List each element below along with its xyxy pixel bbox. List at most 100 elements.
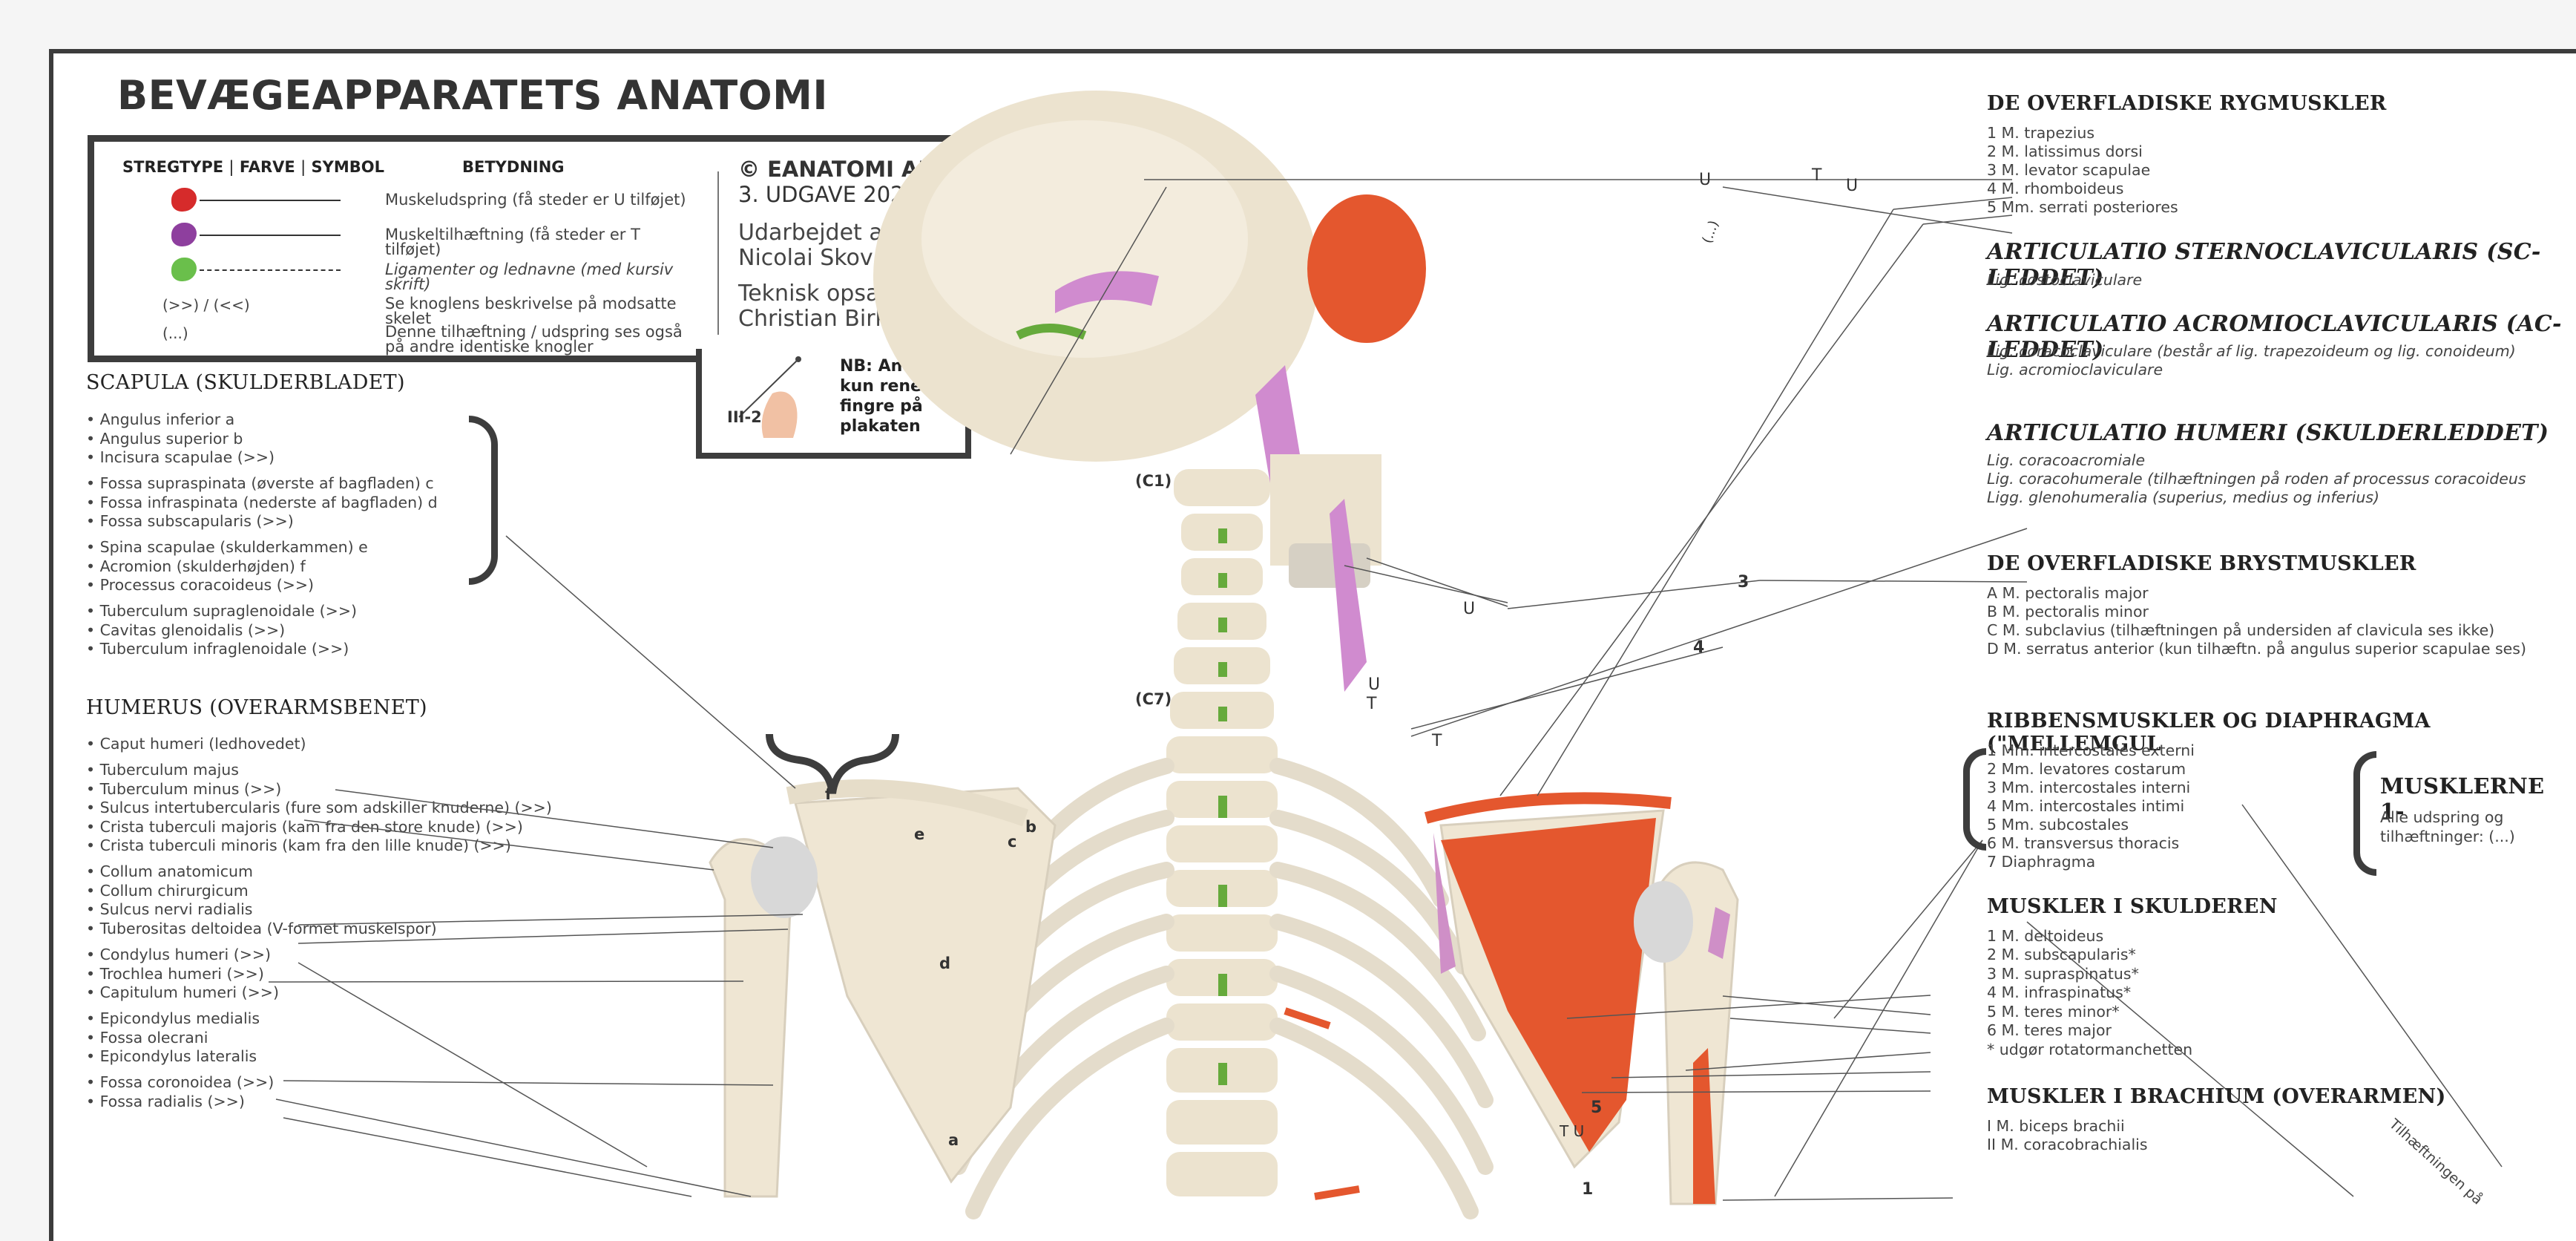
rygmuskel-item: 4 M. rhomboideus xyxy=(1987,180,2124,197)
humerus-list-item: • Trochlea humeri (>>) xyxy=(86,965,264,983)
dots-marker: (...) xyxy=(1699,218,1722,246)
humerus-list-item: • Fossa coronoidea (>>) xyxy=(86,1073,275,1091)
skeleton-illustration xyxy=(268,91,2503,1219)
ligament-item: Ligg. glenohumeralia (superius, medius o… xyxy=(1987,488,2380,506)
legend-box: STREGTYPE | FARVE | SYMBOL BETYDNING Mus… xyxy=(88,135,973,362)
scapula-letter-f: f xyxy=(825,785,832,803)
scapula-heading: SCAPULA (SKULDERBLADET) xyxy=(86,371,405,394)
ribbensmuskel-item: 2 Mm. levatores costarum xyxy=(1987,760,2186,778)
ligament-item: Lig. coracoacromiale xyxy=(1987,451,2146,469)
rygmuskel-item: 5 Mm. serrati posteriores xyxy=(1987,198,2178,216)
page-title: BEVÆGEAPPARATETS ANATOMI xyxy=(117,72,829,119)
legend-header-meaning: BETYDNING xyxy=(462,158,565,176)
humerus-list-item: • Capitulum humeri (>>) xyxy=(86,983,279,1001)
legend-header-linetype: STREGTYPE | FARVE | SYMBOL xyxy=(122,158,384,176)
legend-row-insertion: Muskeltilhæftning (få steder er T tilføj… xyxy=(118,223,682,258)
ribben-brace xyxy=(1963,748,1986,851)
figure-number-3: 3 xyxy=(1738,573,1749,592)
skuldermuskel-item: 2 M. subscapularis* xyxy=(1987,946,2136,963)
ligament-item: Lig. costoclaviculare xyxy=(1987,271,2143,289)
scapula-letter-e: e xyxy=(914,825,925,843)
humerus-list-item: • Epicondylus lateralis xyxy=(86,1047,257,1065)
scapula-list-item: • Tuberculum infraglenoidale (>>) xyxy=(86,640,349,658)
scapula-list-item: • Fossa subscapularis (>>) xyxy=(86,512,294,530)
insertion-swatch-icon xyxy=(171,223,197,246)
brystmuskel-item: A M. pectoralis major xyxy=(1987,584,2149,602)
scapula-list-item: • Incisura scapulae (>>) xyxy=(86,448,275,466)
humerus-list-item: • Collum chirurgicum xyxy=(86,882,249,900)
scapula-list-item: • Angulus superior b xyxy=(86,430,243,448)
legend-divider xyxy=(717,171,719,335)
musklerne-heading: MUSKLERNE 1- xyxy=(2380,773,2545,824)
humerus-list-item: • Crista tuberculi minoris (kam fra den … xyxy=(86,836,511,854)
humeri-heading: ARTICULATIO HUMERI (SKULDERLEDDET) xyxy=(1987,420,2549,446)
vertebra-c1-label: (C1) xyxy=(1135,472,1172,490)
scapula-list-item: • Spina scapulae (skulderkammen) e xyxy=(86,538,368,556)
skulder-heading: MUSKLER I SKULDEREN xyxy=(1987,895,2278,918)
legend-row-ligament: Ligamenter og lednavne (med kursiv skrif… xyxy=(118,258,682,292)
humerus-list-item: • Sulcus nervi radialis xyxy=(86,900,253,918)
humerus-list-item: • Fossa radialis (>>) xyxy=(86,1093,245,1110)
dashed-line-icon xyxy=(200,269,341,271)
humerus-list-item: • Condylus humeri (>>) xyxy=(86,946,272,963)
skuldermuskel-item: 4 M. infraspinatus* xyxy=(1987,983,2132,1001)
rygmuskler-heading: DE OVERFLADISKE RYGMUSKLER xyxy=(1987,92,2387,115)
skuldermuskel-item: * udgør rotatormanchetten xyxy=(1987,1041,2193,1058)
humerus-heading: HUMERUS (OVERARMSBENET) xyxy=(86,696,427,719)
ribbensmuskel-item: 5 Mm. subcostales xyxy=(1987,816,2129,834)
humerus-list-item: • Tuberositas deltoidea (V-formet muskel… xyxy=(86,920,437,937)
brachium-heading: MUSKLER I BRACHIUM (OVERARMEN) xyxy=(1987,1085,2446,1108)
skuldermuskel-item: 3 M. supraspinatus* xyxy=(1987,965,2139,983)
humerus-list-item: • Fossa olecrani xyxy=(86,1029,208,1047)
humerus-list-item: • Tuberculum minus (>>) xyxy=(86,780,282,798)
diagonal-note: Tilhæftningen på xyxy=(2385,1116,2486,1208)
sc-heading: ARTICULATIO STERNOCLAVICULARIS (SC-LEDDE… xyxy=(1987,239,2541,291)
ligament-item: Lig. acromioclaviculare xyxy=(1987,361,2163,379)
ribbensmuskel-item: 1 Mm. intercostales externi xyxy=(1987,741,2195,759)
finger-hand-icon xyxy=(738,356,801,438)
scapula-letter-c: c xyxy=(1008,833,1017,851)
insertion-marker-t2: T xyxy=(1367,695,1377,713)
humerus-list-item: • Crista tuberculi majoris (kam fra den … xyxy=(86,818,523,836)
insertion-marker-tu: T U xyxy=(1560,1122,1585,1140)
origin-marker-u3: U xyxy=(1463,600,1476,618)
scapula-list-item: • Fossa infraspinata (nederste af bagfla… xyxy=(86,494,438,511)
poster: BEVÆGEAPPARATETS ANATOMI STREGTYPE | FAR… xyxy=(49,49,2576,1241)
ribbensmuskel-item: 6 M. transversus thoracis xyxy=(1987,834,2180,852)
bryst-heading: DE OVERFLADISKE BRYSTMUSKLER xyxy=(1987,552,2416,575)
scapula-list-item: • Cavitas glenoidalis (>>) xyxy=(86,621,286,639)
legend-row-identical: (...) Denne tilhæftning / udspring ses o… xyxy=(162,323,683,356)
scapula-letter-a: a xyxy=(948,1131,959,1149)
skuldermuskel-item: 6 M. teres major xyxy=(1987,1021,2112,1039)
skuldermuskel-item: 5 M. teres minor* xyxy=(1987,1003,2120,1021)
scapula-list-item: • Fossa supraspinata (øverste af bagflad… xyxy=(86,474,434,492)
brystmuskel-item: B M. pectoralis minor xyxy=(1987,603,2149,620)
brystmuskel-item: C M. subclavius (tilhæftningen på unders… xyxy=(1987,621,2495,639)
rygmuskel-item: 3 M. levator scapulae xyxy=(1987,161,2151,179)
ligament-item: Lig. coracoclaviculare (består af lig. t… xyxy=(1987,342,2516,360)
ribbensmuskel-item: 4 Mm. intercostales intimi xyxy=(1987,797,2185,815)
figure-number-5: 5 xyxy=(1591,1098,1603,1117)
rygmuskel-item: 1 M. trapezius xyxy=(1987,124,2095,142)
scapula-list-item: • Tuberculum supraglenoidale (>>) xyxy=(86,602,358,620)
ligament-item: Lig. coracohumerale (tilhæftningen på ro… xyxy=(1987,470,2526,488)
humerus-list-item: • Collum anatomicum xyxy=(86,862,253,880)
origin-marker-u4: U xyxy=(1368,675,1381,694)
scapula-letter-d: d xyxy=(939,955,951,972)
scapula-list-item: • Acromion (skulderhøjden) f xyxy=(86,557,306,575)
brachium-muscle-item: I M. biceps brachii xyxy=(1987,1117,2125,1135)
humerus-list-item: • Caput humeri (ledhovedet) xyxy=(86,735,306,753)
origin-marker-u: U xyxy=(1699,171,1712,189)
humerus-list-item: • Epicondylus medialis xyxy=(86,1009,260,1027)
scapula-pointer-brace xyxy=(766,730,899,794)
insertion-marker-t: T xyxy=(1812,166,1822,185)
solid-line-icon xyxy=(200,235,341,236)
ligament-swatch-icon xyxy=(171,258,197,281)
credits: © EANATOMI APS 3. UDGAVE 2023 Udarbejdet… xyxy=(738,157,953,332)
scapula-letter-b: b xyxy=(1025,818,1037,836)
solid-line-icon xyxy=(200,200,341,201)
insertion-marker-t3: T xyxy=(1432,732,1442,750)
origin-swatch-icon xyxy=(171,188,197,212)
legend-row-origin: Muskeludspring (få steder er U tilføjet) xyxy=(118,188,686,217)
